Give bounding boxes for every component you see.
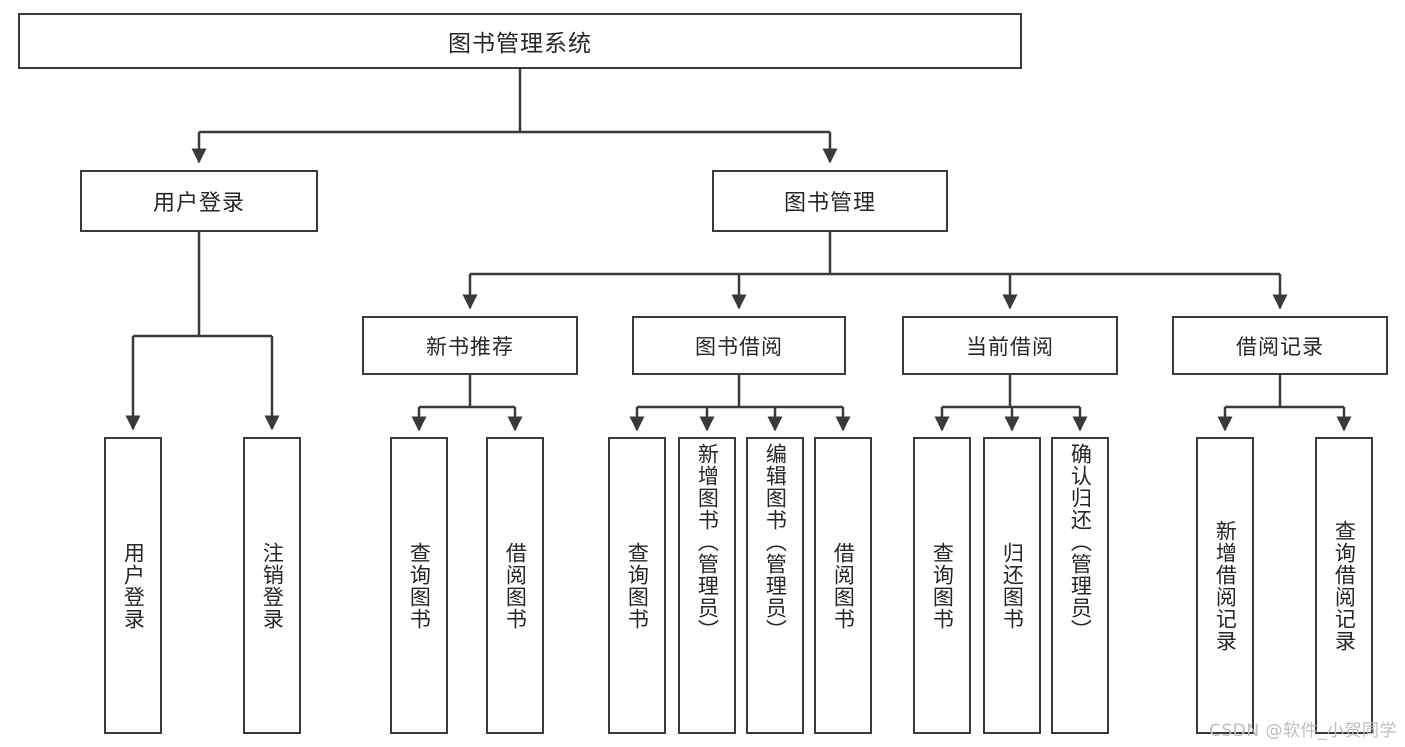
node-book-management[interactable]: 图书管理 bbox=[712, 170, 948, 232]
node-book-management-label: 图书管理 bbox=[783, 191, 876, 216]
leaf-borrow-book-borrow-label: 借阅图书 bbox=[831, 541, 856, 630]
node-root-label: 图书管理系统 bbox=[448, 31, 592, 57]
leaf-user-login[interactable]: 用户登录 bbox=[104, 437, 162, 734]
leaf-query-borrow-record[interactable]: 查询借阅记录 bbox=[1315, 437, 1373, 734]
node-current-borrow[interactable]: 当前借阅 bbox=[902, 316, 1118, 375]
leaf-add-borrow-record[interactable]: 新增借阅记录 bbox=[1196, 437, 1254, 734]
leaf-confirm-return-admin-label: 确认归还（管理员） bbox=[1068, 443, 1093, 641]
node-borrow-record[interactable]: 借阅记录 bbox=[1172, 316, 1388, 375]
node-book-borrow-label: 图书借阅 bbox=[695, 334, 783, 359]
leaf-return-book[interactable]: 归还图书 bbox=[983, 437, 1041, 734]
csdn-watermark: CSDN @软件_小贺同学 bbox=[1209, 721, 1397, 741]
leaf-borrow-book-borrow[interactable]: 借阅图书 bbox=[814, 437, 872, 734]
leaf-query-book-recommendation-label: 查询图书 bbox=[407, 541, 432, 630]
node-new-book-recommendation[interactable]: 新书推荐 bbox=[362, 316, 578, 375]
node-new-book-recommendation-label: 新书推荐 bbox=[426, 334, 514, 359]
leaf-confirm-return-admin[interactable]: 确认归还（管理员） bbox=[1051, 437, 1109, 734]
leaf-borrow-book-recommendation[interactable]: 借阅图书 bbox=[486, 437, 544, 734]
leaf-user-login-label: 用户登录 bbox=[121, 541, 146, 630]
leaf-query-book-current[interactable]: 查询图书 bbox=[913, 437, 971, 734]
node-current-borrow-label: 当前借阅 bbox=[966, 334, 1054, 359]
node-user-login[interactable]: 用户登录 bbox=[80, 170, 318, 232]
leaf-edit-book-admin[interactable]: 编辑图书（管理员） bbox=[746, 437, 804, 734]
leaf-logout-login[interactable]: 注销登录 bbox=[243, 437, 301, 734]
leaf-add-book-admin-label: 新增图书（管理员） bbox=[695, 443, 720, 641]
node-user-login-label: 用户登录 bbox=[152, 191, 245, 216]
leaf-query-borrow-record-label: 查询借阅记录 bbox=[1332, 519, 1357, 652]
node-book-borrow[interactable]: 图书借阅 bbox=[632, 316, 846, 375]
leaf-edit-book-admin-label: 编辑图书（管理员） bbox=[763, 443, 788, 641]
leaf-query-book-borrow-label: 查询图书 bbox=[625, 541, 650, 630]
leaf-query-book-recommendation[interactable]: 查询图书 bbox=[390, 437, 448, 734]
leaf-add-book-admin[interactable]: 新增图书（管理员） bbox=[678, 437, 736, 734]
node-borrow-record-label: 借阅记录 bbox=[1236, 334, 1324, 359]
node-root[interactable]: 图书管理系统 bbox=[18, 13, 1022, 69]
leaf-query-book-current-label: 查询图书 bbox=[930, 541, 955, 630]
leaf-borrow-book-recommendation-label: 借阅图书 bbox=[503, 541, 528, 630]
leaf-return-book-label: 归还图书 bbox=[1000, 541, 1025, 630]
leaf-query-book-borrow[interactable]: 查询图书 bbox=[608, 437, 666, 734]
leaf-logout-login-label: 注销登录 bbox=[260, 541, 285, 630]
leaf-add-borrow-record-label: 新增借阅记录 bbox=[1213, 519, 1238, 652]
